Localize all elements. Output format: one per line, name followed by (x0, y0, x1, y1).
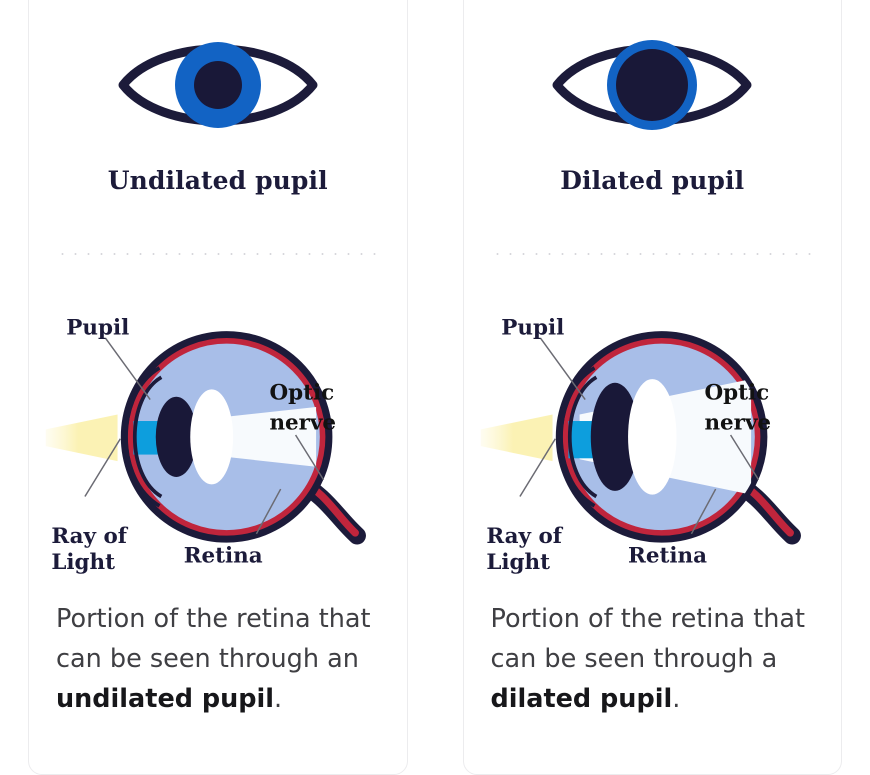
caption-tail: . (274, 684, 283, 714)
cornea-inner-arc (567, 375, 597, 499)
leader-line-ray (84, 438, 121, 497)
eye-anatomy-diagram-undilated: Pupil Optic nerve Ray of Light Retina (29, 287, 407, 583)
panel-card-dilated: Dilated pupil (462, 0, 842, 775)
leader-line-retina (255, 488, 282, 535)
eye-dilated-icon (547, 25, 757, 145)
caption-lead: Portion of the retina that can be seen t… (56, 604, 371, 674)
label-ray-line2: Light (486, 550, 550, 575)
leader-line-ray (518, 438, 556, 497)
panel-heading-undilated: Undilated pupil (107, 166, 328, 195)
label-ray-line1: Ray of (486, 524, 563, 549)
dotted-divider (56, 253, 380, 255)
panel-heading-dilated: Dilated pupil (560, 166, 745, 195)
label-optic-nerve-line1: Optic (269, 381, 334, 406)
cornea-inner-arc (133, 375, 163, 499)
cornea-outer-arc (558, 366, 595, 508)
caption-emphasis: undilated pupil (56, 684, 275, 714)
label-optic-nerve-line1: Optic (704, 381, 769, 406)
eye-undilated-icon (113, 25, 323, 145)
label-ray-line2: Light (51, 550, 115, 575)
lens (190, 389, 234, 485)
retina-layer (562, 338, 760, 536)
label-retina: Retina (628, 544, 707, 569)
label-optic-nerve-line2: nerve (269, 410, 336, 435)
panel-caption-undilated: Portion of the retina that can be seen t… (56, 599, 389, 719)
lens (627, 379, 677, 495)
caption-emphasis: dilated pupil (490, 684, 673, 714)
pupil (590, 382, 639, 491)
caption-lead: Portion of the retina that can be seen t… (490, 604, 806, 674)
ray-of-light-beam (45, 414, 118, 462)
leader-line-retina (690, 488, 716, 535)
leader-line-pupil (104, 337, 151, 401)
label-pupil: Pupil (66, 315, 129, 340)
panel-caption-dilated: Portion of the retina that can be seen t… (491, 599, 824, 719)
eye-anatomy-diagram-dilated: Pupil Optic nerve Ray of Light Retina (464, 287, 842, 583)
cornea-outer-arc (124, 366, 161, 508)
label-pupil: Pupil (501, 315, 564, 340)
label-ray-line1: Ray of (51, 524, 128, 549)
dotted-divider (490, 253, 814, 255)
label-retina: Retina (184, 544, 263, 569)
panel-card-undilated: Undilated pupil (28, 0, 408, 775)
caption-tail: . (672, 684, 681, 714)
retina-layer (127, 338, 326, 536)
pupil (155, 396, 197, 477)
leader-line-optic-nerve (294, 434, 325, 481)
label-optic-nerve-line2: nerve (704, 410, 771, 435)
leader-line-pupil (539, 337, 586, 401)
ray-of-light-beam (480, 414, 553, 462)
leader-line-optic-nerve (729, 434, 759, 481)
